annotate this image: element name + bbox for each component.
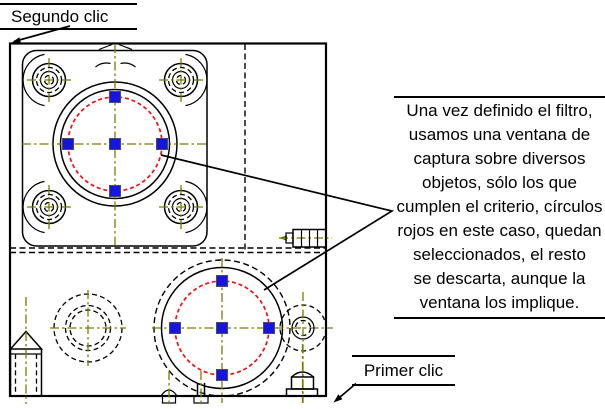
grips <box>62 91 275 381</box>
threaded-hole <box>50 290 126 366</box>
top-notch <box>95 43 136 68</box>
annotation-text: Una vez definido el filtro, usamos una v… <box>394 96 605 319</box>
label-primer-clic: Primer clic <box>352 355 455 386</box>
top-view <box>10 43 332 254</box>
grip[interactable] <box>62 138 74 150</box>
leader-primer-clic <box>333 382 357 403</box>
grip[interactable] <box>169 322 181 334</box>
front-view <box>8 258 333 404</box>
bolt-hole <box>27 58 71 102</box>
callout-leader-lines <box>160 154 395 291</box>
arrowhead <box>11 37 22 44</box>
corner-arc <box>185 180 208 234</box>
grip[interactable] <box>156 138 168 150</box>
grip[interactable] <box>109 185 121 197</box>
arrowhead <box>333 394 343 403</box>
grip[interactable] <box>216 275 228 287</box>
bottom-cap <box>160 371 178 404</box>
corner-arc <box>22 180 45 234</box>
side-fitting <box>279 228 332 248</box>
bolt-hole <box>27 185 71 229</box>
dimension-arrow <box>279 235 287 241</box>
grip[interactable] <box>263 322 275 334</box>
bottom-slot <box>193 371 209 404</box>
grip[interactable] <box>216 369 228 381</box>
grip[interactable] <box>216 322 228 334</box>
bolt-hole <box>159 58 203 102</box>
pin <box>8 297 44 404</box>
grip[interactable] <box>109 91 121 103</box>
bolt-hole <box>159 185 203 229</box>
corner-arc <box>185 53 208 107</box>
grip[interactable] <box>109 138 121 150</box>
corner-arc <box>22 53 45 107</box>
label-segundo-clic: Segundo clic <box>0 3 137 30</box>
hex-nut <box>285 344 319 403</box>
